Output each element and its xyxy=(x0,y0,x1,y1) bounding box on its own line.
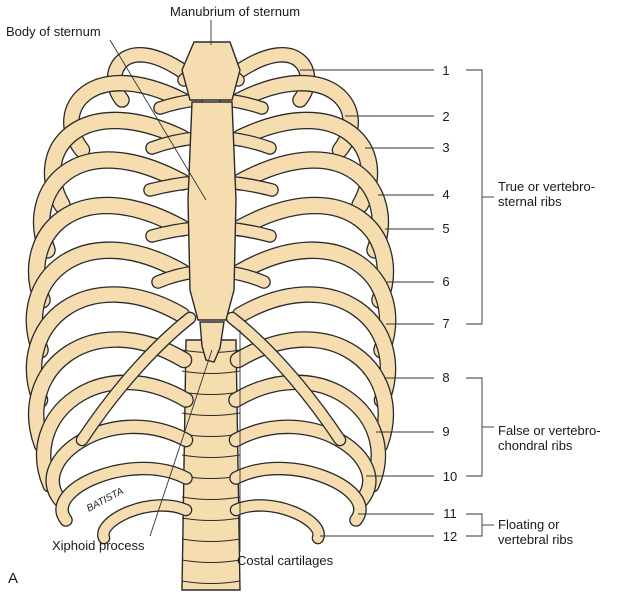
rib-number-4: 4 xyxy=(442,187,450,202)
costal-cartilages-label: Costal cartilages xyxy=(237,553,334,568)
rib-number-9: 9 xyxy=(442,424,450,439)
manubrium-label: Manubrium of sternum xyxy=(170,4,301,19)
rib-number-11: 11 xyxy=(443,506,457,521)
xiphoid-leader xyxy=(149,349,213,537)
rib-number-12: 12 xyxy=(442,529,458,544)
manubrium xyxy=(181,41,241,101)
vertebra-line xyxy=(181,580,241,585)
rib-left-9 xyxy=(37,375,193,492)
panel-letter: A xyxy=(8,570,19,587)
rib-right-5 xyxy=(232,198,393,308)
sternum-body xyxy=(187,101,237,321)
vertebra-line xyxy=(181,559,241,564)
xiphoid-process xyxy=(199,321,225,363)
floating-ribs-bracket xyxy=(466,513,483,537)
rib-left-11 xyxy=(56,463,192,526)
xiphoid-process-label: Xiphoid process xyxy=(52,538,145,553)
rib-number-2: 2 xyxy=(442,109,450,124)
true-ribs-label: True or vertebro- sternal ribs xyxy=(498,179,596,209)
rib-right-11 xyxy=(230,463,366,526)
body-of-sternum-label: Body of sternum xyxy=(6,24,101,39)
costal-margin-left xyxy=(77,313,195,445)
rib-number-3: 3 xyxy=(442,140,450,155)
rib-right-9 xyxy=(229,375,385,492)
rib-left-5 xyxy=(29,198,190,308)
rib-right-12 xyxy=(231,500,324,543)
rib-right-8 xyxy=(231,332,393,452)
vertebra-line xyxy=(181,496,241,501)
vertebra-line xyxy=(181,412,241,417)
rib-number-10: 10 xyxy=(442,469,458,484)
body-leader xyxy=(109,39,207,201)
rib-number-5: 5 xyxy=(442,221,450,236)
true-ribs-bracket xyxy=(466,69,483,325)
rib-number-6: 6 xyxy=(442,274,450,289)
vertebra-line xyxy=(181,454,241,459)
vertebra-line xyxy=(181,370,241,375)
rib-left-6 xyxy=(27,242,190,358)
rib-cage-illustration xyxy=(25,41,397,591)
rib-left-8 xyxy=(29,332,191,452)
rib-number-7: 7 xyxy=(442,316,450,331)
rib-number-1: 1 xyxy=(442,63,450,78)
costal-margin-right xyxy=(227,313,345,445)
vertebra-line xyxy=(181,538,241,543)
floating-ribs-label: Floating or vertebral ribs xyxy=(498,517,574,547)
rib-right-7 xyxy=(233,287,395,407)
vertebra-line xyxy=(181,517,241,522)
rib-number-8: 8 xyxy=(442,370,450,385)
rib-left-12 xyxy=(98,500,191,543)
rib-left-7 xyxy=(27,287,189,407)
false-ribs-label: False or vertebro- chondral ribs xyxy=(498,423,601,453)
false-ribs-bracket xyxy=(466,377,483,477)
leader-lines xyxy=(109,20,494,552)
vertebral-column xyxy=(181,339,241,591)
